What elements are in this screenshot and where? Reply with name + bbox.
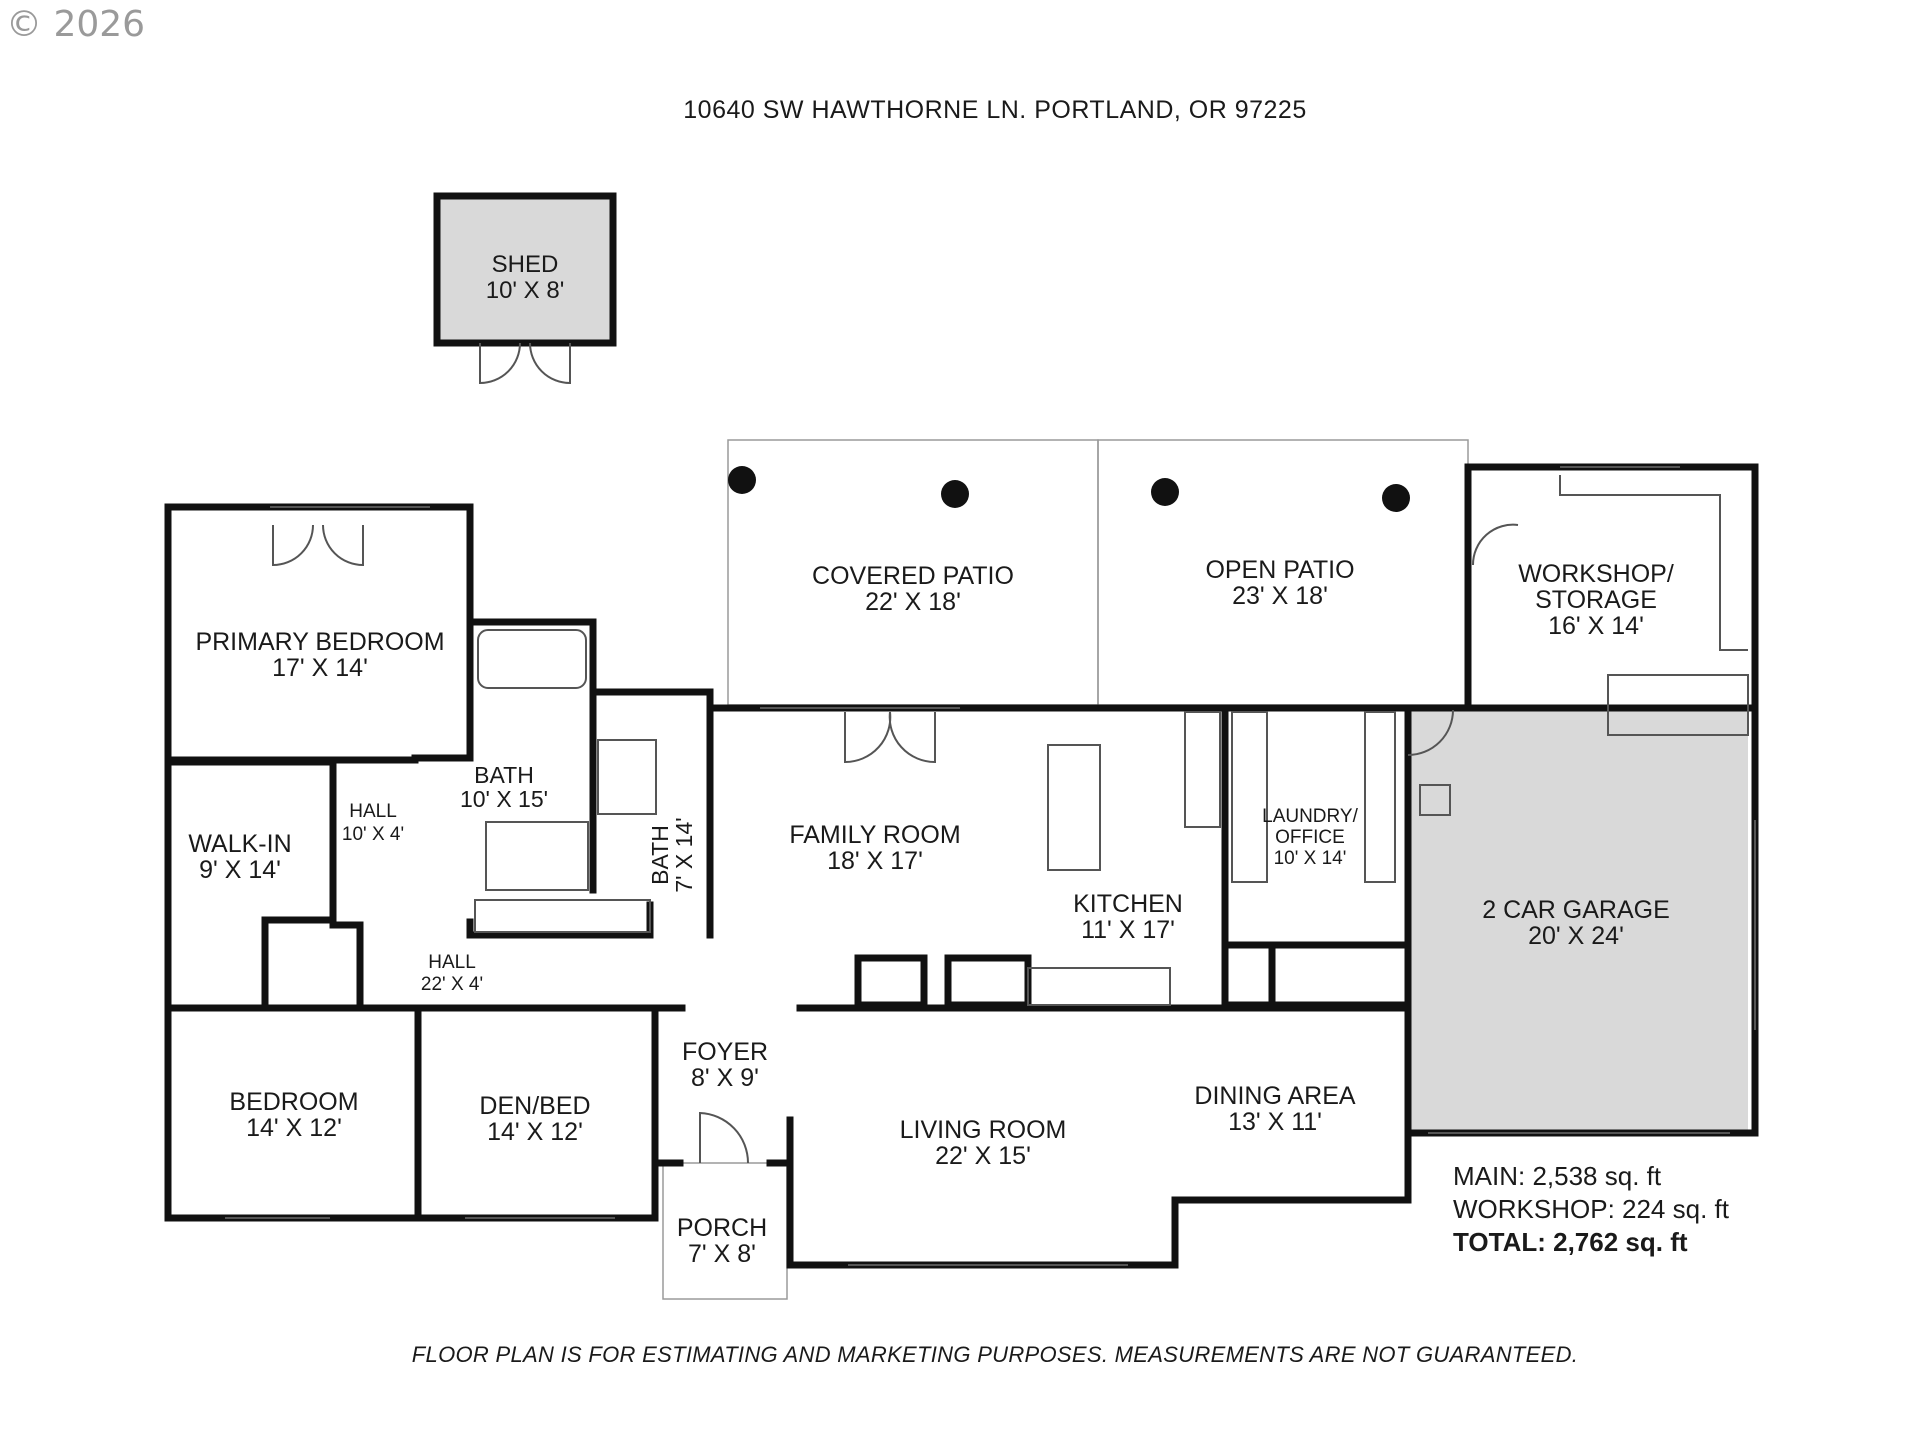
foyer-size: 8' X 9' <box>691 1064 759 1092</box>
bath-vertical-size: 7' X 14' <box>671 817 697 892</box>
property-address: 10640 SW HAWTHORNE LN. PORTLAND, OR 9722… <box>683 96 1307 124</box>
kitchen-counter <box>1184 711 1221 828</box>
area-summary: MAIN: 2,538 sq. ft WORKSHOP: 224 sq. ft … <box>1453 1160 1729 1259</box>
foyer-walls <box>651 1116 1412 1269</box>
door-swing <box>479 342 571 385</box>
patio-post <box>941 480 969 508</box>
laundry-counter <box>1231 711 1268 883</box>
workshop-counter <box>1559 475 1748 651</box>
hall-walls <box>329 901 654 1012</box>
laundry-name-1: LAUNDRY/ <box>1262 806 1358 827</box>
patio-post <box>1151 478 1179 506</box>
shower-small <box>597 739 657 815</box>
workshop-size: 16' X 14' <box>1548 612 1644 640</box>
patio-post <box>728 466 756 494</box>
den-size: 14' X 12' <box>487 1118 583 1146</box>
workshop-name-1: WORKSHOP/ <box>1518 560 1674 588</box>
hall-lower-size: 22' X 4' <box>421 974 483 995</box>
walk-in-size: 9' X 14' <box>199 856 281 884</box>
shed-name: SHED <box>492 251 559 278</box>
laundry-size: 10' X 14' <box>1274 848 1347 869</box>
dining-area-name: DINING AREA <box>1194 1082 1355 1110</box>
hall-upper-size: 10' X 4' <box>342 824 404 845</box>
copyright-text: © 2026 <box>6 4 146 45</box>
closet-shelf <box>474 899 651 933</box>
kitchen-size: 11' X 17' <box>1081 916 1175 944</box>
walk-in-name: WALK-IN <box>188 830 291 858</box>
door-swing <box>1407 709 1454 756</box>
garage-fill <box>1407 708 1748 1130</box>
hall-upper-name: HALL <box>349 801 397 822</box>
covered-patio-name: COVERED PATIO <box>812 562 1014 590</box>
workshop-bench <box>1607 674 1749 736</box>
foyer-name: FOYER <box>682 1038 768 1066</box>
door-swing <box>844 711 936 764</box>
lower-wing-walls <box>164 1004 1412 1222</box>
laundry-name-2: OFFICE <box>1275 827 1345 848</box>
shed-walls <box>433 192 617 347</box>
shed-fill <box>437 196 613 343</box>
family-room-name: FAMILY ROOM <box>789 821 960 849</box>
counter-bottom <box>1027 967 1171 1006</box>
family-room-size: 18' X 17' <box>827 847 923 875</box>
primary-bedroom-name: PRIMARY BEDROOM <box>195 628 444 656</box>
bedroom-size: 14' X 12' <box>246 1114 342 1142</box>
bedroom-name: BEDROOM <box>229 1088 358 1116</box>
fireplace-left <box>854 954 928 1009</box>
patio-post <box>1382 484 1410 512</box>
disclaimer-text: FLOOR PLAN IS FOR ESTIMATING AND MARKETI… <box>411 1342 1579 1367</box>
hall-lower-name: HALL <box>428 952 476 973</box>
door-swing <box>272 524 364 567</box>
bath-vertical-name: BATH <box>647 825 673 885</box>
shower <box>485 821 589 891</box>
kitchen-name: KITCHEN <box>1073 890 1183 918</box>
porch-name: PORCH <box>677 1214 767 1242</box>
living-room-name: LIVING ROOM <box>900 1116 1067 1144</box>
garage-size: 20' X 24' <box>1528 922 1624 950</box>
primary-bedroom-walls <box>164 503 474 1222</box>
fireplace-right <box>944 954 1032 1009</box>
bath-walls <box>466 618 714 939</box>
primary-bedroom-size: 17' X 14' <box>272 654 368 682</box>
garage-name: 2 CAR GARAGE <box>1482 896 1670 924</box>
total-area: TOTAL: 2,762 sq. ft <box>1453 1227 1688 1257</box>
garage-appliance <box>1419 784 1451 816</box>
door-swing <box>699 1111 750 1164</box>
garage-walls <box>1404 704 1759 1137</box>
bathtub <box>477 629 587 689</box>
open-patio-size: 23' X 18' <box>1232 582 1328 610</box>
open-patio-name: OPEN PATIO <box>1205 556 1354 584</box>
main-area: MAIN: 2,538 sq. ft <box>1453 1161 1662 1191</box>
walkin-walls <box>164 758 337 1012</box>
den-name: DEN/BED <box>479 1092 590 1120</box>
living-room-size: 22' X 15' <box>935 1142 1031 1170</box>
porch-size: 7' X 8' <box>688 1240 756 1268</box>
workshop-area: WORKSHOP: 224 sq. ft <box>1453 1194 1729 1224</box>
bath-main-size: 10' X 15' <box>460 786 548 812</box>
door-swing <box>1471 523 1519 566</box>
bath-main-name: BATH <box>474 762 534 788</box>
workshop-name-2: STORAGE <box>1535 586 1657 614</box>
laundry-walls <box>1221 941 1412 1009</box>
laundry-shelf <box>1364 711 1396 883</box>
dining-area-size: 13' X 11' <box>1228 1108 1322 1136</box>
covered-patio-size: 22' X 18' <box>865 588 961 616</box>
shed-size: 10' X 8' <box>486 277 565 304</box>
kitchen-island <box>1047 744 1101 871</box>
